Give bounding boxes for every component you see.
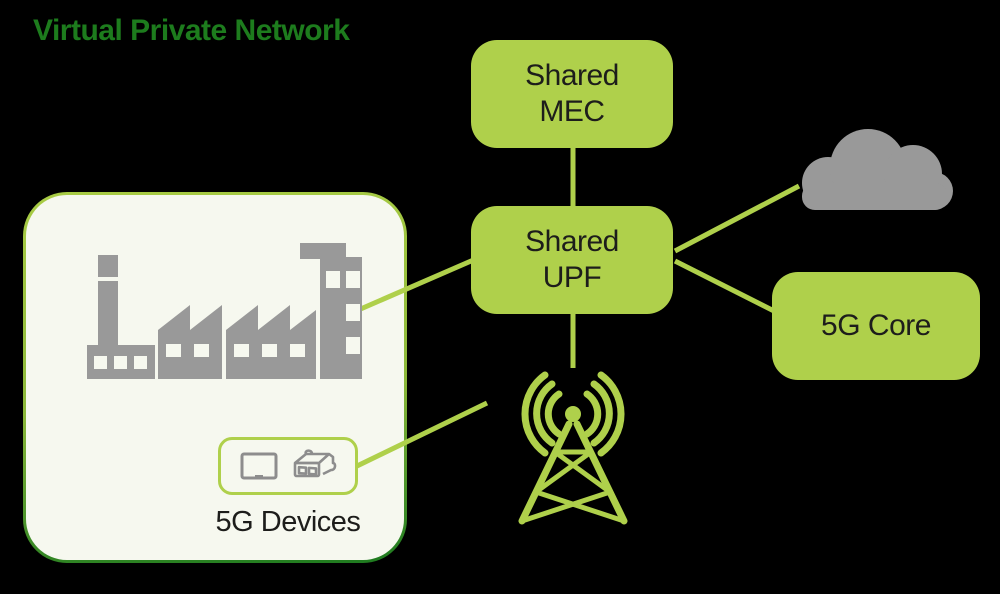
node-shared-mec: Shared MEC xyxy=(471,40,673,148)
node-shared-mec-line1: Shared xyxy=(525,59,619,92)
page-title: Virtual Private Network xyxy=(33,14,350,47)
node-shared-mec-line2: MEC xyxy=(539,95,605,128)
node-shared-upf-line1: Shared xyxy=(525,225,619,258)
node-5g-core-label: 5G Core xyxy=(821,309,931,342)
devices-label: 5G Devices xyxy=(215,506,361,538)
devices-box xyxy=(218,437,358,495)
line-upf-cloud xyxy=(673,183,801,254)
node-5g-core: 5G Core xyxy=(772,272,980,380)
monitor-icon xyxy=(240,452,278,480)
cloud-icon xyxy=(802,129,953,210)
node-shared-upf-line2: UPF xyxy=(542,261,602,294)
vr-glasses-icon xyxy=(293,449,337,478)
cell-tower-icon xyxy=(518,371,628,525)
line-upf-core xyxy=(673,258,778,315)
node-shared-upf: Shared UPF xyxy=(471,206,673,314)
